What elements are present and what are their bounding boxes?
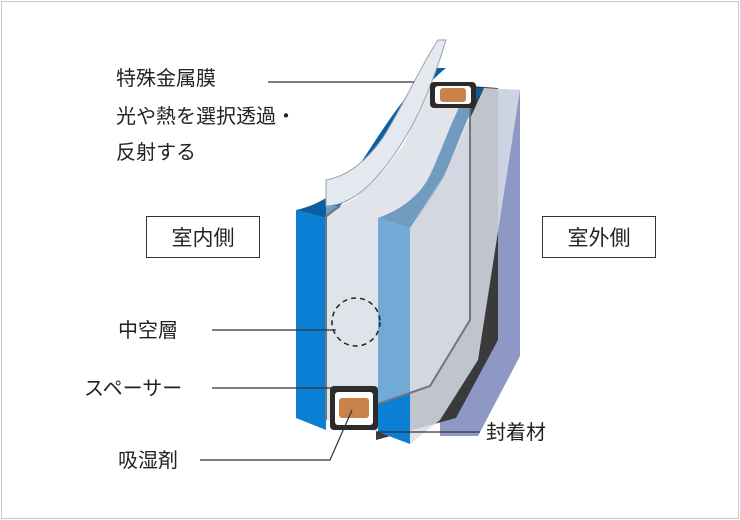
label-sealant: 封着材 [486, 420, 546, 444]
label-film-desc-2: 反射する [116, 140, 196, 164]
hollow-layer-face [326, 218, 378, 432]
label-outdoor: 室外側 [542, 216, 656, 258]
inner-frame-line-2 [377, 96, 471, 405]
desiccant-bottom [339, 398, 369, 418]
metal-film-sheet [325, 39, 447, 207]
label-film-desc-1: 光や熱を選択透過・ [116, 104, 296, 128]
hollow-layer-circle [331, 297, 381, 347]
desiccant-top [440, 88, 466, 102]
label-spacer: スペーサー [84, 376, 183, 400]
label-desiccant: 吸湿剤 [118, 448, 178, 472]
label-hollow-layer: 中空層 [118, 318, 178, 342]
inner-frame-line [325, 205, 341, 420]
label-special-film: 特殊金属膜 [116, 66, 216, 90]
hollow-layer-side [326, 86, 470, 404]
leader-desiccant [200, 409, 353, 461]
indoor-glass-front [296, 210, 326, 430]
label-indoor: 室内側 [146, 216, 260, 258]
